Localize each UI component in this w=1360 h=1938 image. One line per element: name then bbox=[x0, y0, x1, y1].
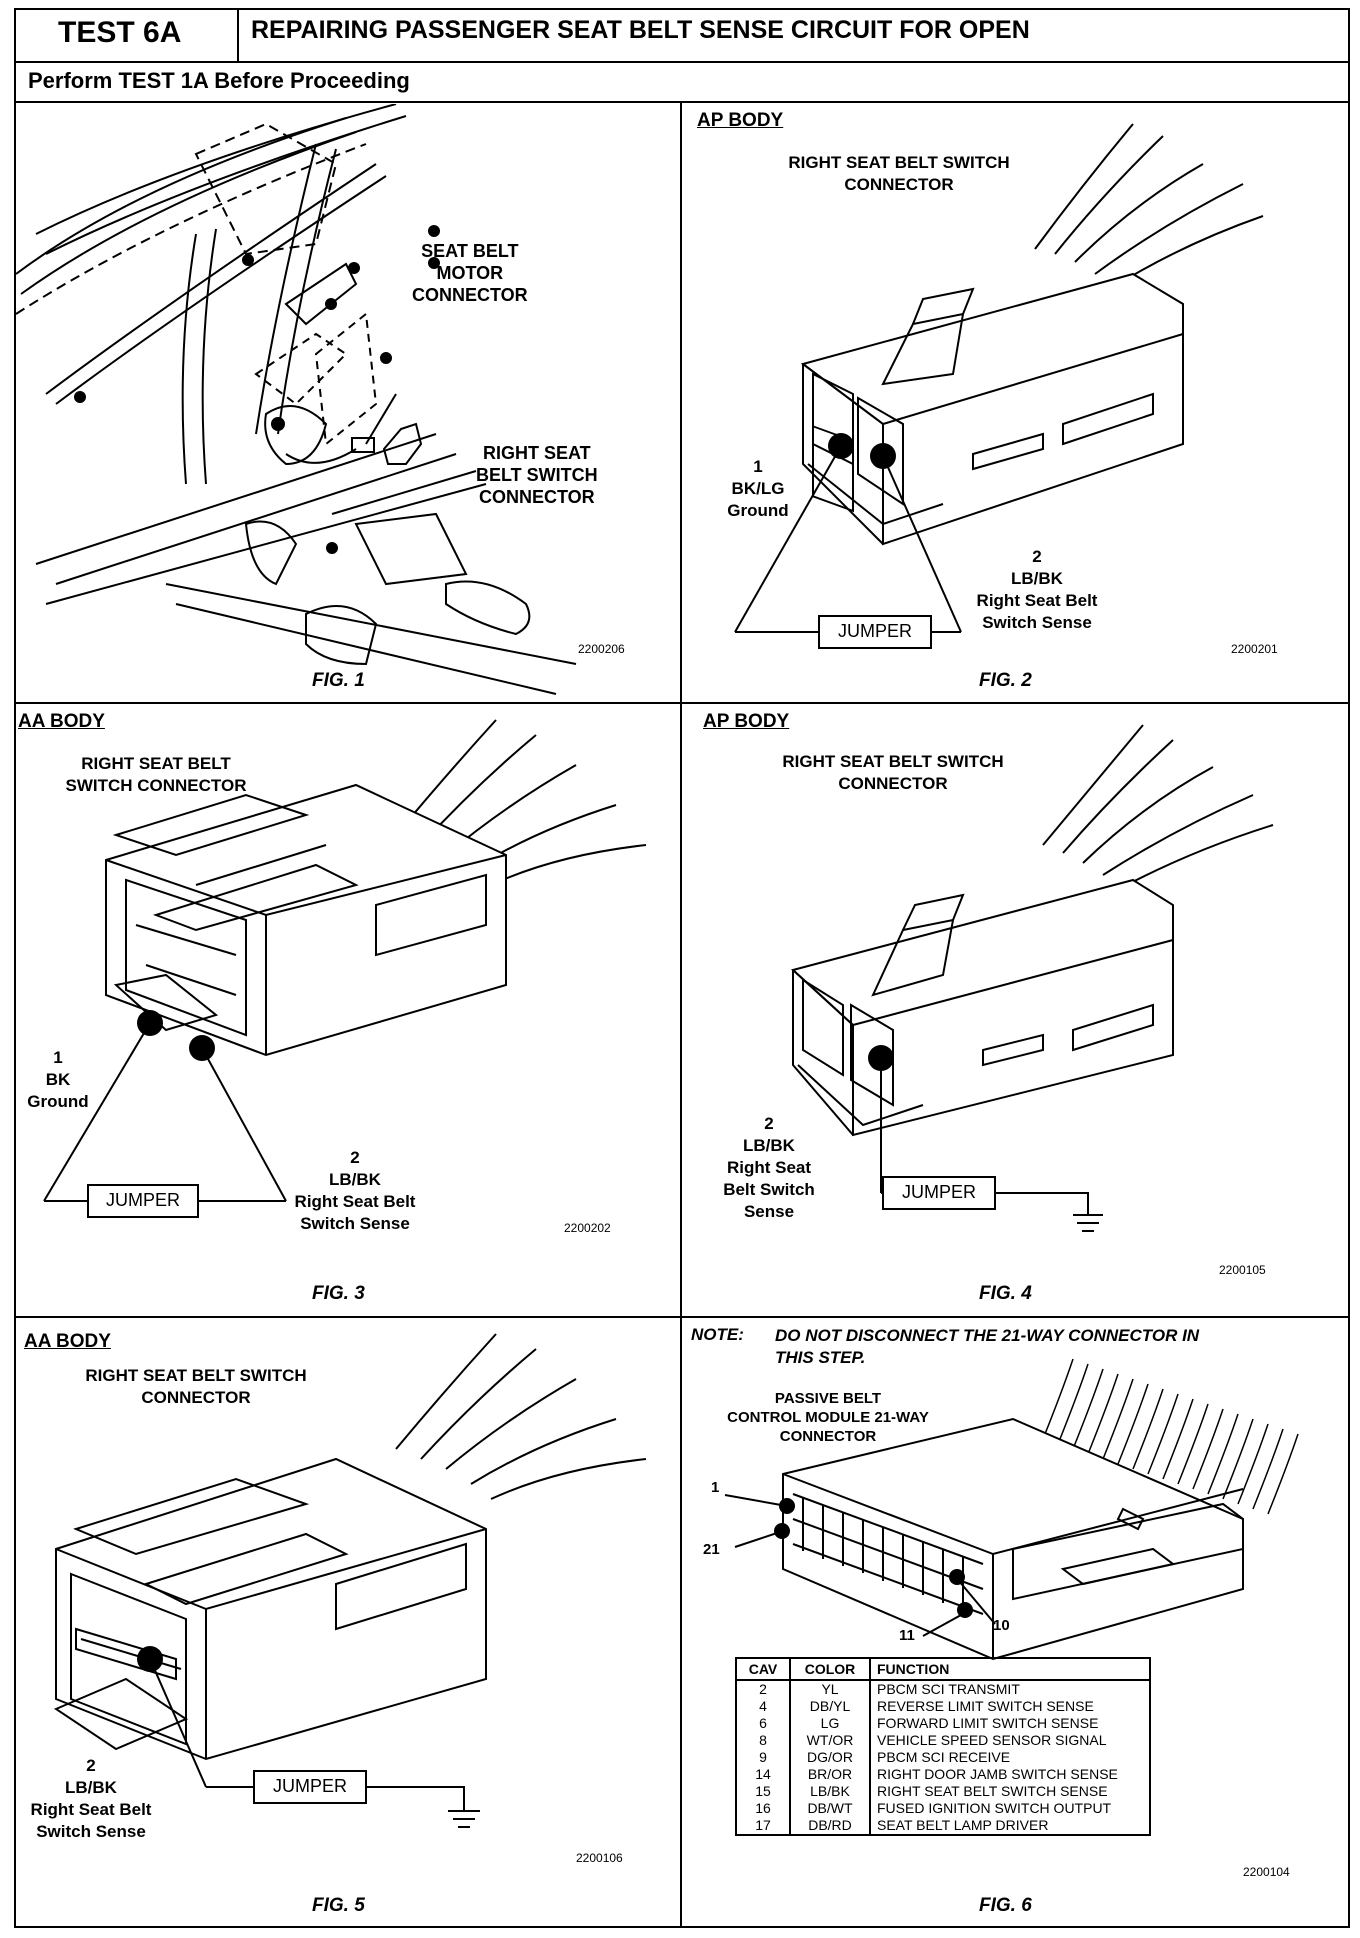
color-cell: LB/BK bbox=[790, 1783, 871, 1800]
function-cell: SEAT BELT LAMP DRIVER bbox=[877, 1817, 1049, 1833]
table-header: CAV bbox=[736, 1658, 791, 1680]
function-cell: REVERSE LIMIT SWITCH SENSE bbox=[877, 1698, 1094, 1714]
color-cell: BR/OR bbox=[790, 1766, 871, 1783]
fig6-pin-10: 10 bbox=[993, 1617, 1010, 1634]
page-subtitle: Perform TEST 1A Before Proceeding bbox=[28, 68, 410, 93]
cavity-cell: 14 bbox=[736, 1766, 791, 1783]
fig4-code: 2200105 bbox=[1219, 1263, 1266, 1277]
fig6-caption: FIG. 6 bbox=[979, 1895, 1032, 1916]
fig6-note-label: NOTE: bbox=[691, 1325, 744, 1344]
fig1-caption: FIG. 1 bbox=[312, 670, 365, 691]
color-cell: LG bbox=[790, 1715, 871, 1732]
function-cell: RIGHT DOOR JAMB SWITCH SENSE bbox=[877, 1766, 1118, 1782]
cavity-cell: 17 bbox=[736, 1817, 791, 1835]
fig6-panel: NOTE: DO NOT DISCONNECT THE 21-WAY CONNE… bbox=[683, 1319, 1349, 1927]
table-header: FUNCTION bbox=[877, 1661, 950, 1677]
fig6-code: 2200104 bbox=[1243, 1865, 1290, 1879]
function-cell: RIGHT SEAT BELT SWITCH SENSE bbox=[877, 1783, 1108, 1799]
cavity-cell: 8 bbox=[736, 1732, 791, 1749]
fig6-pin-1: 1 bbox=[711, 1479, 720, 1496]
function-cell: FUSED IGNITION SWITCH OUTPUT bbox=[877, 1800, 1112, 1816]
fig2-connector-drawing bbox=[734, 123, 1264, 649]
fig3-connector-drawing bbox=[43, 719, 647, 1218]
fig6-note: DO NOT DISCONNECT THE 21-WAY CONNECTOR I… bbox=[775, 1326, 1200, 1367]
cavity-cell: 6 bbox=[736, 1715, 791, 1732]
color-cell: DB/YL bbox=[790, 1698, 871, 1715]
color-cell: DG/OR bbox=[790, 1749, 871, 1766]
fig5-caption: FIG. 5 bbox=[312, 1895, 365, 1916]
cavity-cell: 15 bbox=[736, 1783, 791, 1800]
fig5-jumper: JUMPER bbox=[272, 1776, 347, 1796]
cavity-cell: 9 bbox=[736, 1749, 791, 1766]
fig3-body-label: AA BODY bbox=[18, 711, 105, 732]
fig1-vehicle-drawing bbox=[16, 104, 577, 695]
cavity-cell: 4 bbox=[736, 1698, 791, 1715]
fig3-jumper: JUMPER bbox=[105, 1190, 180, 1210]
fig3-caption: FIG. 3 bbox=[312, 1283, 365, 1304]
fig6-pin-11: 11 bbox=[899, 1627, 915, 1644]
function-cell: PBCM SCI RECEIVE bbox=[877, 1749, 1011, 1765]
function-cell: FORWARD LIMIT SWITCH SENSE bbox=[877, 1715, 1099, 1731]
fig1-code: 2200206 bbox=[578, 642, 625, 656]
fig2-code: 2200201 bbox=[1231, 642, 1278, 656]
function-cell: VEHICLE SPEED SENSOR SIGNAL bbox=[877, 1732, 1107, 1748]
fig5-connector-drawing bbox=[53, 1333, 647, 1828]
color-cell: WT/OR bbox=[790, 1732, 871, 1749]
fig2-body-label: AP BODY bbox=[697, 110, 784, 131]
fig4-body-label: AP BODY bbox=[703, 711, 790, 732]
color-cell: DB/WT bbox=[790, 1800, 871, 1817]
fig2-jumper: JUMPER bbox=[837, 621, 912, 641]
cavity-cell: 16 bbox=[736, 1800, 791, 1817]
table-header: COLOR bbox=[790, 1658, 871, 1680]
fig6-connector-drawing bbox=[724, 1358, 1299, 1661]
fig5-code: 2200106 bbox=[576, 1851, 623, 1865]
page-title: REPAIRING PASSENGER SEAT BELT SENSE CIRC… bbox=[251, 16, 1030, 44]
function-cell: PBCM SCI TRANSMIT bbox=[877, 1681, 1020, 1697]
test-id: TEST 6A bbox=[58, 16, 182, 49]
color-cell: YL bbox=[790, 1680, 871, 1698]
fig4-jumper: JUMPER bbox=[901, 1182, 976, 1202]
fig4-caption: FIG. 4 bbox=[979, 1283, 1032, 1304]
fig2-caption: FIG. 2 bbox=[979, 670, 1032, 691]
fig3-code: 2200202 bbox=[564, 1221, 611, 1235]
color-cell: DB/RD bbox=[790, 1817, 871, 1835]
fig6-pin-21: 21 bbox=[703, 1541, 720, 1558]
fig4-connector-drawing bbox=[790, 724, 1274, 1232]
cavity-cell: 2 bbox=[736, 1680, 791, 1698]
fig5-body-label: AA BODY bbox=[24, 1331, 111, 1352]
